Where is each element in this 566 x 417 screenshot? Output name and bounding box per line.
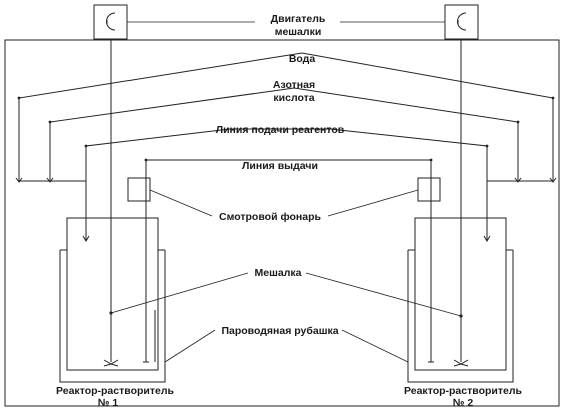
label-stirrer: Мешалка [255, 267, 302, 279]
discharge-line [143, 159, 434, 363]
motor-icon [106, 12, 116, 31]
nitric-acid-line [49, 87, 519, 181]
label-reactor-2-line2: № 2 [453, 397, 474, 409]
label-jacket: Пароводяная рубашка [221, 325, 338, 337]
motor-2 [444, 4, 479, 40]
label-discharge-line: Линия выдачи [242, 160, 318, 172]
label-motor-2: мешалки [275, 26, 322, 38]
label-reactor-2-line1: Реактор-растворитель [404, 385, 522, 397]
outer-frame [4, 39, 560, 407]
motor-1 [93, 4, 128, 40]
label-sight-glass: Смотровой фонарь [219, 211, 321, 223]
label-water: Вода [289, 53, 316, 65]
sight-glass-2 [417, 177, 441, 202]
motor-icon [457, 12, 467, 31]
stirrer-blade-1 [103, 359, 119, 367]
label-feed-line: Линия подачи реагентов [216, 124, 345, 136]
label-nitric-1: Азотная [273, 79, 315, 91]
label-nitric-2: кислота [273, 92, 314, 104]
label-reactor-1-line2: № 1 [98, 397, 119, 409]
label-reactor-1-line1: Реактор-растворитель [56, 385, 174, 397]
stirrer-blade-2 [453, 359, 469, 367]
reagent-feed-line [52, 128, 520, 240]
label-motor-1: Двигатель [271, 13, 326, 25]
sight-glass-1 [127, 177, 151, 202]
reactor-1 [59, 217, 166, 383]
